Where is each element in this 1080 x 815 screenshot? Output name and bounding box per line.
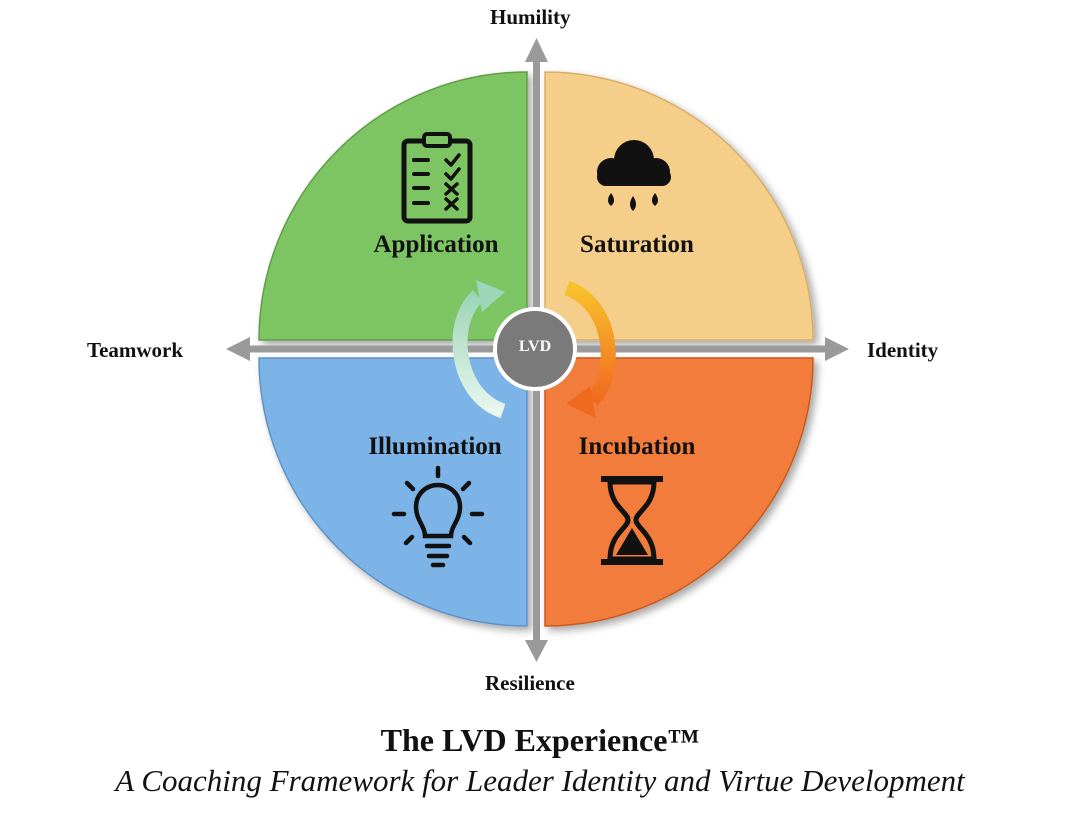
cycle-arrow-left	[452, 280, 506, 419]
quadrant-illumination	[258, 357, 528, 627]
axis-label-left: Teamwork	[87, 338, 184, 362]
rain-cloud-icon	[597, 140, 671, 211]
axis-label-top: Humility	[490, 5, 571, 29]
lvd-center-circle	[493, 307, 577, 391]
diagram-title: The LVD Experience™	[380, 722, 700, 758]
cycle-arrow-right	[563, 280, 616, 418]
diagram-subtitle: A Coaching Framework for Leader Identity…	[115, 763, 965, 798]
quadrant-label-saturation: Saturation	[580, 231, 694, 258]
lightbulb-icon	[391, 465, 485, 568]
center-label: LVD	[518, 338, 552, 355]
quadrant-label-application: Application	[373, 231, 499, 258]
axis-label-bottom: Resilience	[485, 671, 575, 695]
quadrant-label-illumination: Illumination	[368, 433, 502, 460]
clipboard-checklist-icon	[401, 132, 473, 224]
quadrant-saturation	[544, 71, 814, 341]
quadrant-label-incubation: Incubation	[578, 433, 696, 460]
axis-label-right: Identity	[867, 338, 939, 362]
hourglass-icon	[601, 476, 663, 565]
